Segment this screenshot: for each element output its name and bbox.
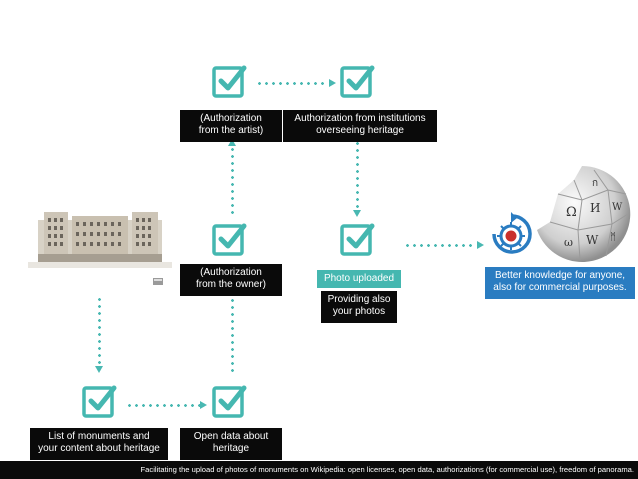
connector-owner-artist bbox=[231, 146, 234, 214]
connector-institutions-photo bbox=[356, 140, 359, 210]
arrow-head bbox=[95, 366, 103, 373]
svg-text:И: И bbox=[590, 201, 600, 215]
commons-logo-icon bbox=[492, 212, 532, 254]
wikipedia-globe-icon: Ω И W W ω ᛗ ก bbox=[537, 165, 631, 262]
arrow-head bbox=[477, 241, 484, 249]
check-icon-opendata bbox=[212, 385, 247, 418]
svg-text:Ω: Ω bbox=[566, 205, 577, 220]
arrow-head bbox=[228, 139, 236, 146]
connector-artist-institutions bbox=[256, 82, 328, 85]
label-photo-uploaded: Photo uploaded bbox=[317, 270, 401, 288]
arrow-head bbox=[200, 401, 207, 409]
building-photo bbox=[28, 206, 172, 268]
arrow-head bbox=[329, 79, 336, 87]
footer-caption: Facilitating the upload of photos of mon… bbox=[0, 461, 638, 479]
connector-opendata-owner bbox=[231, 276, 234, 374]
connector-list-opendata bbox=[126, 404, 200, 407]
label-better-knowledge: Better knowledge for anyone,also for com… bbox=[485, 267, 635, 299]
svg-text:ᛗ: ᛗ bbox=[610, 232, 616, 243]
svg-text:W: W bbox=[586, 233, 599, 247]
check-icon-artist bbox=[212, 65, 247, 98]
check-icon-institutions bbox=[340, 65, 375, 98]
connector-building-list bbox=[98, 296, 101, 366]
camera-icon bbox=[153, 278, 163, 285]
svg-text:W: W bbox=[612, 202, 623, 213]
svg-text:ω: ω bbox=[564, 236, 573, 249]
check-icon-owner bbox=[212, 223, 247, 256]
svg-text:ก: ก bbox=[592, 178, 598, 189]
arrow-head bbox=[353, 210, 361, 217]
check-icon-list bbox=[82, 385, 117, 418]
connector-photo-commons bbox=[404, 244, 476, 247]
check-icon-photo bbox=[340, 223, 375, 256]
